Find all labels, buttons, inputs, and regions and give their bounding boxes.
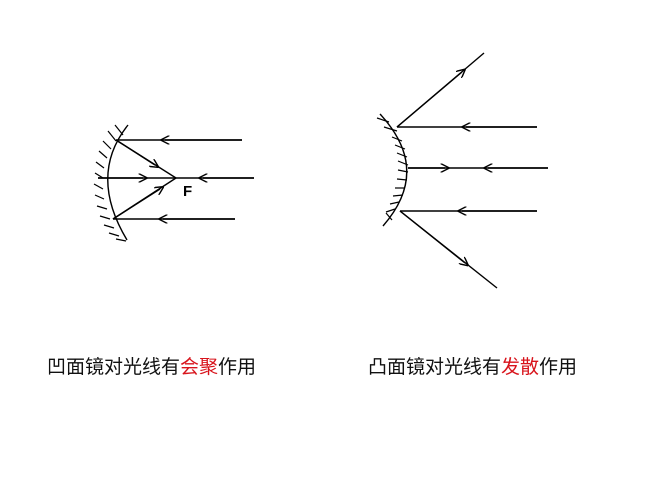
concave-mirror-surface — [107, 124, 129, 241]
convex-mirror-caption: 凸面镜对光线有发散作用 — [368, 352, 577, 379]
concave-mirror-hatching — [93, 124, 127, 242]
caption-text: 作用 — [218, 356, 257, 378]
convex-mirror-hatching — [376, 117, 409, 221]
caption-highlight-converge: 会聚 — [180, 356, 219, 378]
concave-mirror-diagram — [93, 124, 254, 242]
concave-mirror-caption: 凹面镜对光线有会聚作用 — [47, 352, 256, 379]
convex-mirror-diagram — [376, 52, 548, 289]
caption-text: 作用 — [539, 356, 578, 378]
convex-mirror-surface — [379, 113, 408, 227]
focus-label: F — [183, 183, 192, 200]
caption-text: 凸面镜对光线有 — [368, 356, 502, 378]
caption-highlight-diverge: 发散 — [501, 356, 540, 378]
caption-text: 凹面镜对光线有 — [47, 356, 181, 378]
